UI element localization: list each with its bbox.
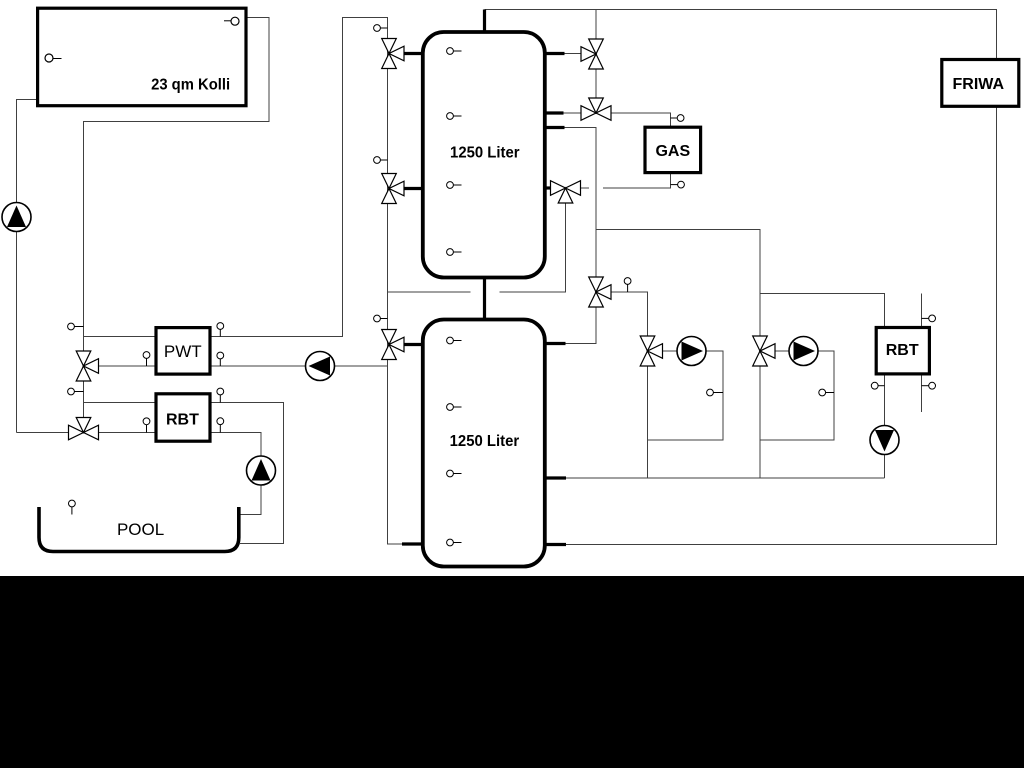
svg-text:PWT: PWT (164, 342, 202, 361)
svg-text:FRIWA: FRIWA (953, 76, 1005, 93)
svg-text:RBT: RBT (166, 412, 199, 429)
svg-text:23 qm Kolli: 23 qm Kolli (151, 77, 230, 94)
svg-text:1250 Liter: 1250 Liter (450, 433, 520, 450)
svg-text:RBT: RBT (886, 342, 919, 359)
svg-text:GAS: GAS (655, 143, 690, 160)
svg-text:1250 Liter: 1250 Liter (450, 144, 520, 161)
svg-text:POOL: POOL (117, 520, 164, 539)
